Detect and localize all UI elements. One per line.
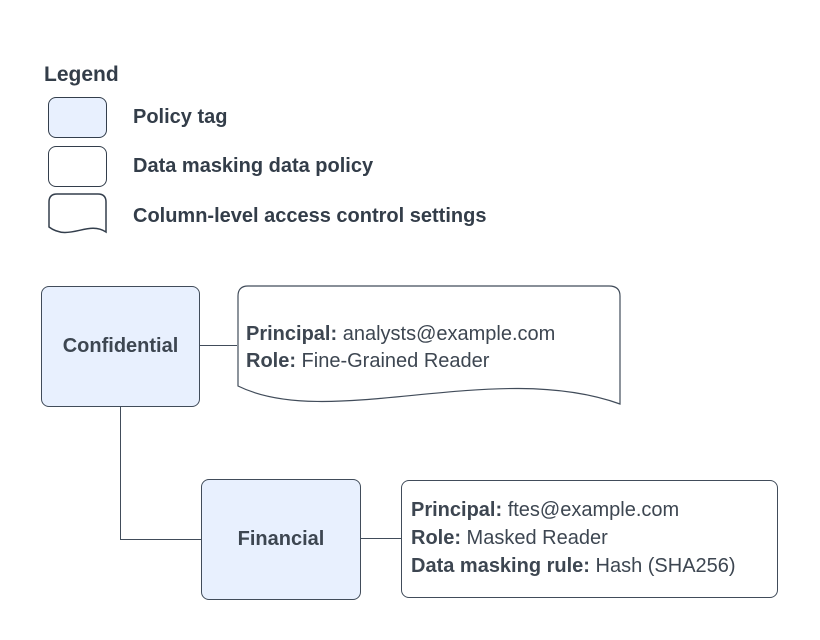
policy-tag-financial: Financial	[201, 479, 361, 600]
data-masking-policy-box	[401, 480, 778, 598]
principal-label: Principal:	[246, 323, 338, 345]
connector-confidential-to-settings	[200, 345, 237, 346]
masking-rule-value: Hash (SHA256)	[589, 555, 736, 577]
connector-confidential-to-financial-horizontal	[120, 539, 201, 540]
policy-tag-swatch	[48, 97, 107, 138]
settings-role-line: Role: Fine-Grained Reader	[246, 348, 555, 375]
principal-value: ftes@example.com	[502, 499, 680, 521]
policy-tag-financial-label: Financial	[237, 528, 325, 550]
role-label: Role:	[246, 350, 296, 372]
data-masking-policy-text: Principal: ftes@example.com Role: Masked…	[411, 496, 736, 580]
principal-label: Principal:	[411, 499, 503, 521]
legend-label-data-masking-policy: Data masking data policy	[133, 155, 374, 177]
legend-label-policy-tag: Policy tag	[133, 106, 228, 128]
role-value: Fine-Grained Reader	[296, 350, 490, 372]
data-masking-policy-swatch	[48, 146, 107, 187]
policy-tag-confidential-label: Confidential	[62, 335, 179, 357]
connector-financial-to-policy	[361, 538, 401, 539]
connector-confidential-to-financial-vertical	[120, 407, 121, 540]
column-access-settings-document	[237, 285, 621, 405]
column-access-document-swatch	[48, 193, 107, 234]
legend-label-column-access: Column-level access control settings	[133, 205, 487, 227]
masking-rule-line: Data masking rule: Hash (SHA256)	[411, 552, 736, 580]
policy-tag-confidential: Confidential	[41, 286, 200, 407]
legend-title: Legend	[44, 63, 119, 86]
column-access-settings-text: Principal: analysts@example.com Role: Fi…	[246, 321, 555, 375]
role-label: Role:	[411, 527, 461, 549]
masking-rule-label: Data masking rule:	[411, 555, 590, 577]
principal-value: analysts@example.com	[337, 323, 556, 345]
masking-role-line: Role: Masked Reader	[411, 524, 736, 552]
role-value: Masked Reader	[461, 527, 608, 549]
settings-principal-line: Principal: analysts@example.com	[246, 321, 555, 348]
masking-principal-line: Principal: ftes@example.com	[411, 496, 736, 524]
